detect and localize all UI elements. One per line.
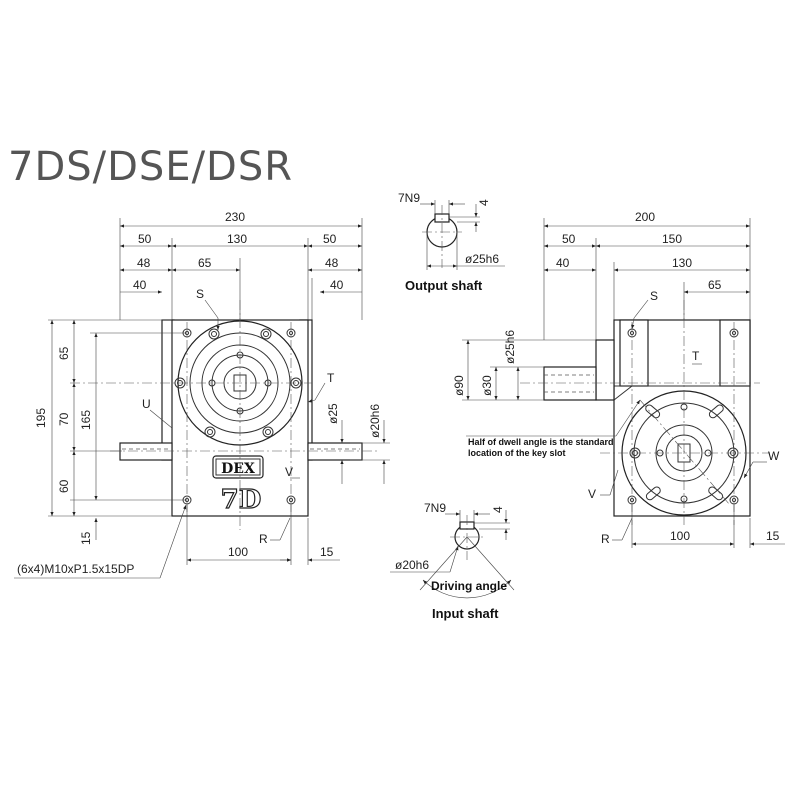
dim-65: 65 — [198, 256, 212, 270]
dim-50-side: 50 — [562, 232, 576, 246]
dim-65-side: 65 — [708, 278, 722, 292]
dim-15-front: 15 — [320, 545, 334, 559]
output-dia-label: ø25h6 — [465, 252, 499, 266]
dim-65-v: 65 — [57, 346, 71, 360]
hole-note: (6x4)M10xP1.5x15DP — [17, 562, 134, 576]
output-shaft-caption: Output shaft — [405, 278, 483, 293]
key-slot-note-2: location of the key slot — [468, 448, 566, 458]
right-input-shaft — [307, 442, 363, 461]
key-slot-note-1: Half of dwell angle is the standard — [468, 437, 614, 447]
dim-40-left: 40 — [133, 278, 147, 292]
label-v-front: V — [285, 465, 293, 479]
dim-15-v: 15 — [79, 531, 93, 545]
label-t-front: T — [327, 371, 335, 385]
dim-48-left: 48 — [137, 256, 151, 270]
drawing-title: 7DS/DSE/DSR — [8, 144, 293, 190]
output-depth-label: 4 — [477, 199, 491, 206]
dim-100-front: 100 — [228, 545, 248, 559]
dim-165: 165 — [79, 410, 93, 430]
dim-dia25-front: ø25 — [326, 403, 340, 424]
label-r-front: R — [259, 532, 268, 546]
dim-60-v: 60 — [57, 479, 71, 493]
dim-40-side: 40 — [556, 256, 570, 270]
dim-dia25h6-side: ø25h6 — [503, 330, 517, 364]
input-depth-label: 4 — [491, 506, 505, 513]
dim-130-side: 130 — [672, 256, 692, 270]
dim-dia20h6-front: ø20h6 — [368, 404, 382, 438]
model-mark: 7D — [221, 485, 262, 515]
left-input-shaft — [119, 442, 173, 461]
dim-130: 130 — [227, 232, 247, 246]
input-key-label: 7N9 — [424, 501, 446, 515]
dim-40-right: 40 — [330, 278, 344, 292]
dim-150: 150 — [662, 232, 682, 246]
dim-195: 195 — [34, 408, 48, 428]
dim-48-right: 48 — [325, 256, 339, 270]
output-shaft-detail: 7N9 4 ø25h6 Output shaft — [398, 191, 505, 293]
front-view: 230 50 130 50 48 65 48 40 40 — [14, 210, 390, 579]
dim-230: 230 — [225, 210, 245, 224]
output-key-label: 7N9 — [398, 191, 420, 205]
output-boss — [595, 339, 615, 401]
side-view: 200 50 150 40 130 65 — [452, 210, 785, 548]
dim-70-v: 70 — [57, 412, 71, 426]
label-s-side: S — [650, 289, 658, 303]
label-s-front: S — [196, 287, 204, 301]
side-output-shaft — [543, 366, 597, 401]
dex-logo: DEX — [221, 461, 255, 477]
label-u-front: U — [142, 397, 151, 411]
dim-50-right: 50 — [323, 232, 337, 246]
driving-angle-label: Driving angle — [431, 579, 507, 593]
label-w-side: W — [768, 449, 780, 463]
label-r-side: R — [601, 532, 610, 546]
dim-100-side: 100 — [670, 529, 690, 543]
dim-15-side: 15 — [766, 529, 780, 543]
dim-dia30: ø30 — [480, 375, 494, 396]
dim-dia90: ø90 — [452, 375, 466, 396]
input-shaft-detail: 7N9 4 ø20h6 Driving angle Input shaft — [390, 501, 515, 621]
input-dia-label: ø20h6 — [395, 558, 429, 572]
label-t-side: T — [692, 349, 700, 363]
label-v-side: V — [588, 487, 596, 501]
dim-200: 200 — [635, 210, 655, 224]
dex-logo-box — [212, 455, 264, 479]
flange-slots — [629, 404, 739, 501]
dim-50-left: 50 — [138, 232, 152, 246]
input-shaft-caption: Input shaft — [432, 606, 499, 621]
